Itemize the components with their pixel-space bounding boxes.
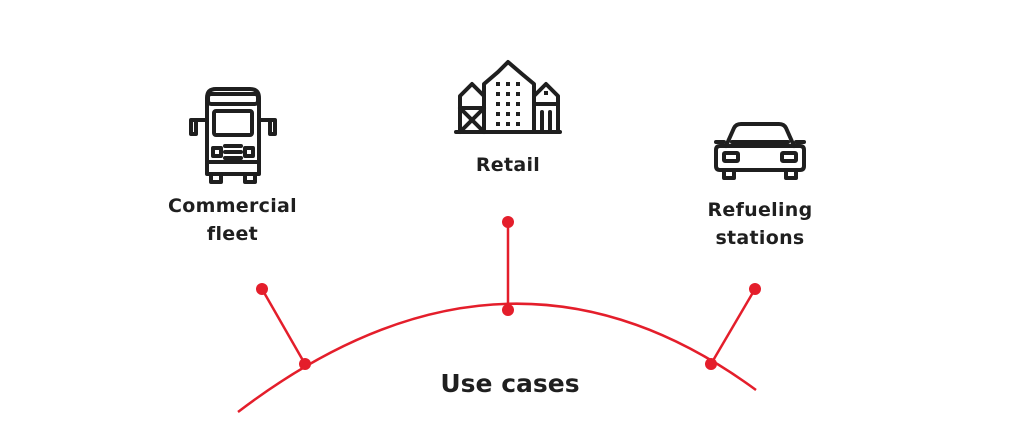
arc — [237, 302, 757, 413]
spoke-commercial — [260, 288, 307, 365]
truck-icon — [185, 84, 281, 184]
node-retail-end — [502, 216, 514, 228]
buildings-icon — [454, 58, 562, 136]
node-refueling-arc — [705, 358, 717, 370]
label-refueling-stations: Refueling stations — [690, 196, 830, 252]
spoke-refueling — [709, 288, 757, 365]
label-refueling-stations-line2: stations — [715, 227, 805, 249]
label-commercial-fleet: Commercial fleet — [150, 192, 315, 248]
node-commercial-arc — [299, 358, 311, 370]
label-refueling-stations-line1: Refueling — [707, 199, 813, 221]
label-retail: Retail — [458, 151, 558, 179]
node-retail-arc — [502, 304, 514, 316]
node-commercial-end — [256, 283, 268, 295]
node-refueling-end — [749, 283, 761, 295]
center-title: Use cases — [440, 369, 580, 398]
label-retail-line1: Retail — [475, 154, 541, 176]
label-commercial-fleet-line2: fleet — [206, 223, 259, 245]
label-commercial-fleet-line1: Commercial — [168, 195, 297, 217]
car-icon — [712, 120, 808, 182]
